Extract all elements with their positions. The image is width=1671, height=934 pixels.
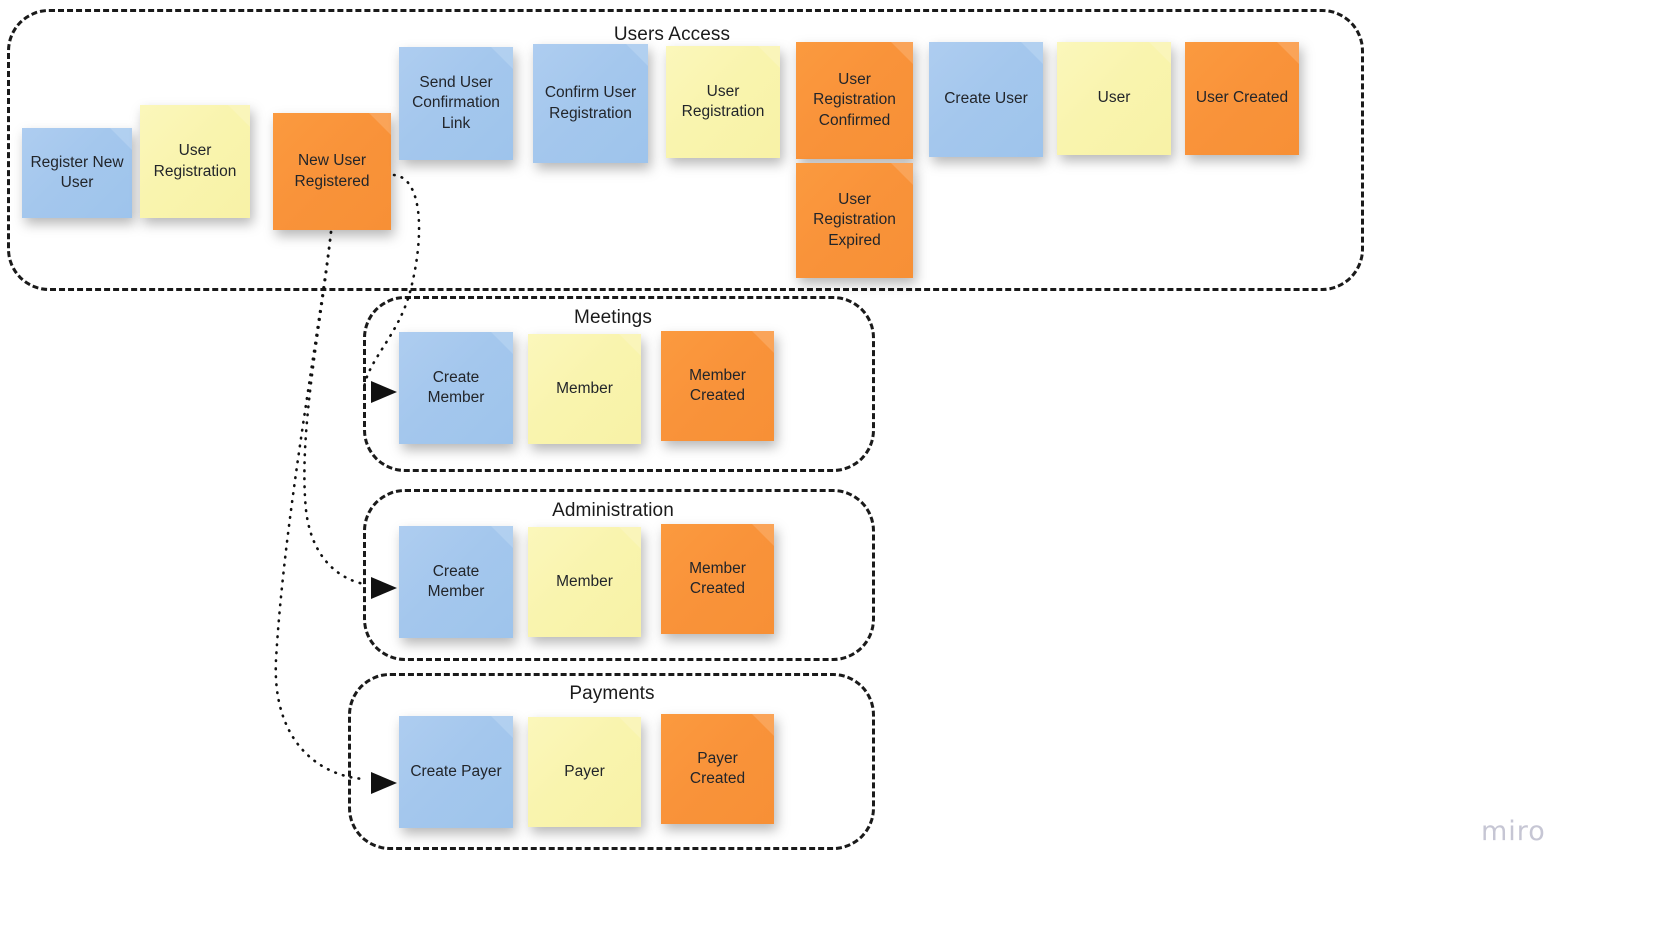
- group-users-access[interactable]: [7, 9, 1364, 291]
- sticky-note-user[interactable]: User: [1057, 42, 1171, 155]
- note-label: Create Member: [427, 562, 485, 600]
- group-title-meetings: Meetings: [574, 307, 652, 328]
- sticky-note-user-registration-expired[interactable]: User Registration Expired: [796, 163, 913, 278]
- note-label: User Registration Expired: [813, 190, 896, 249]
- sticky-note-new-user-registered[interactable]: New User Registered: [273, 113, 391, 230]
- group-title-payments: Payments: [569, 683, 655, 704]
- sticky-note-payments-payer[interactable]: Payer: [528, 717, 641, 827]
- note-label: User Registration: [153, 142, 237, 180]
- sticky-note-user-registration-2[interactable]: User Registration: [666, 46, 780, 158]
- sticky-note-administration-member[interactable]: Member: [528, 527, 641, 637]
- sticky-note-create-user[interactable]: Create User: [929, 42, 1043, 157]
- sticky-note-administration-create-member[interactable]: Create Member: [399, 526, 513, 638]
- sticky-note-meetings-member-created[interactable]: Member Created: [661, 331, 774, 441]
- note-label: Create Payer: [410, 762, 502, 780]
- note-label: User Registration Confirmed: [813, 70, 896, 129]
- note-label: Payer: [564, 762, 605, 780]
- note-label: New User Registered: [294, 152, 370, 190]
- note-label: Register New User: [30, 153, 124, 191]
- sticky-note-user-registration-1[interactable]: User Registration: [140, 105, 250, 218]
- note-label: Member: [556, 572, 613, 590]
- sticky-note-register-new-user[interactable]: Register New User: [22, 128, 132, 218]
- group-title-users-access: Users Access: [613, 24, 731, 45]
- sticky-note-user-created[interactable]: User Created: [1185, 42, 1299, 155]
- note-label: Confirm User Registration: [544, 84, 637, 122]
- note-label: Member Created: [689, 366, 746, 404]
- note-label: Send User Confirmation Link: [412, 73, 500, 132]
- sticky-note-meetings-member[interactable]: Member: [528, 334, 641, 444]
- note-label: Create User: [944, 90, 1028, 108]
- note-label: Payer Created: [689, 749, 746, 787]
- note-label: Member Created: [689, 559, 746, 597]
- sticky-note-send-user-confirmation-link[interactable]: Send User Confirmation Link: [399, 47, 513, 160]
- sticky-note-payments-payer-created[interactable]: Payer Created: [661, 714, 774, 824]
- sticky-note-payments-create-payer[interactable]: Create Payer: [399, 716, 513, 828]
- group-title-administration: Administration: [552, 500, 674, 521]
- note-label: Member: [556, 379, 613, 397]
- sticky-note-confirm-user-registration[interactable]: Confirm User Registration: [533, 44, 648, 163]
- note-label: Create Member: [427, 368, 485, 406]
- miro-watermark: miro: [1481, 816, 1546, 847]
- sticky-note-user-registration-confirmed[interactable]: User Registration Confirmed: [796, 42, 913, 159]
- sticky-note-administration-member-created[interactable]: Member Created: [661, 524, 774, 634]
- note-label: User Registration: [681, 82, 765, 120]
- sticky-note-meetings-create-member[interactable]: Create Member: [399, 332, 513, 444]
- note-label: User: [1097, 89, 1131, 107]
- note-label: User Created: [1195, 89, 1289, 107]
